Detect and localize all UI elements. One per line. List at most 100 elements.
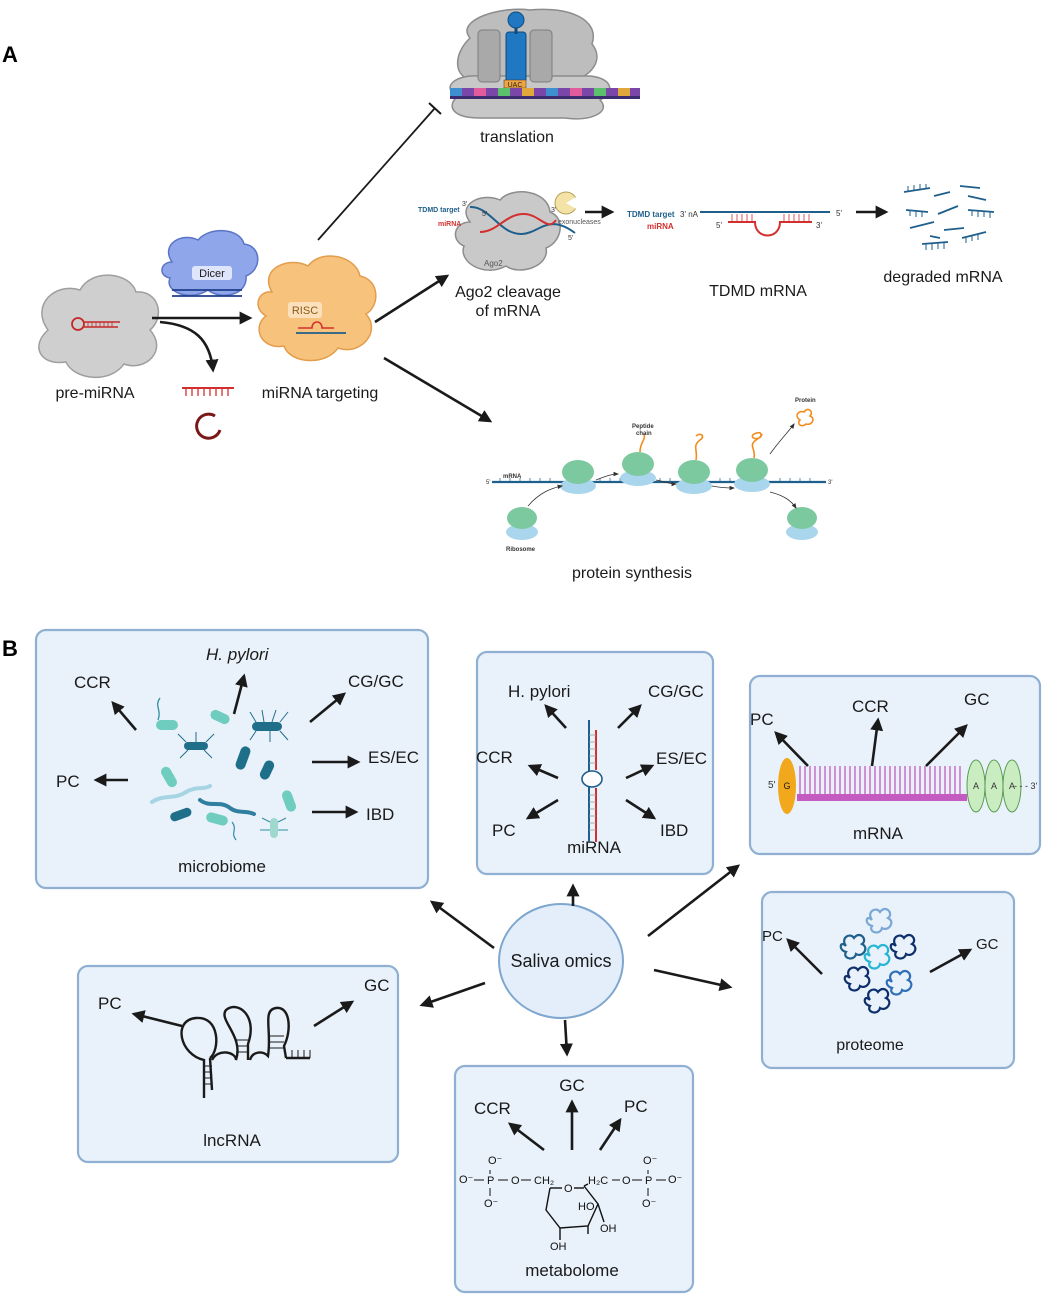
tdmd-5prime-label: 5' bbox=[836, 209, 842, 218]
panel-a-label: A bbox=[2, 42, 18, 67]
metabolome-target-ccr: CCR bbox=[474, 1099, 511, 1118]
mirna-target-esec: ES/EC bbox=[656, 749, 707, 768]
protein-synthesis-label: protein synthesis bbox=[572, 565, 692, 582]
microbiome-target-esec: ES/EC bbox=[368, 748, 419, 767]
lncrna-title: lncRNA bbox=[203, 1131, 261, 1150]
codon-box: UAC bbox=[503, 79, 527, 89]
ribose-bisphosphate-structure: O⁻ O O⁻ P O CH₂ O⁻ H₂C O P O⁻ O⁻ O⁻ O bbox=[459, 1155, 683, 1253]
codon-label: UAC bbox=[508, 82, 523, 89]
chem-p-left: P bbox=[487, 1175, 494, 1187]
exonucleases-label: exonucleases bbox=[558, 219, 601, 226]
mrna-target-gc: GC bbox=[964, 690, 990, 709]
peptide-chain-label-line1: Peptide bbox=[632, 424, 654, 430]
ago2-cleavage-label-line1: Ago2 cleavage bbox=[455, 284, 561, 301]
lncrna-target-pc: PC bbox=[98, 994, 122, 1013]
metabolome-title: metabolome bbox=[525, 1261, 619, 1280]
tdmd-5prime-left-label: 5' bbox=[716, 221, 722, 230]
ago2-tdmd-target-label: TDMD target bbox=[418, 207, 460, 214]
mrna-colored-strip bbox=[450, 88, 640, 99]
mirna-target-pc: PC bbox=[492, 821, 516, 840]
ps-5prime-label: 5' bbox=[486, 480, 490, 486]
inhibition-line bbox=[317, 107, 436, 241]
protein-synthesis-arrow bbox=[383, 356, 493, 423]
mrna-tail-a1: A bbox=[973, 781, 979, 791]
mirna-panel: H. pylori CG/GC CCR ES/EC PC IBD miRNA bbox=[475, 650, 715, 876]
chem-o-minus-top-left: O⁻ bbox=[488, 1155, 503, 1167]
ago2-3prime-label: 3' bbox=[462, 201, 467, 208]
tdmd-3prime-na-label: 3' nA bbox=[680, 210, 699, 219]
tdmd-target-label: TDMD target bbox=[627, 210, 675, 219]
chem-ho: HO bbox=[578, 1201, 595, 1213]
chem-o-minus-bottom-left: O⁻ bbox=[484, 1198, 499, 1210]
protein-small-label: Protein bbox=[795, 398, 816, 404]
hub-to-microbiome-arrow bbox=[429, 900, 495, 950]
chem-o-left: O bbox=[511, 1175, 520, 1187]
chem-o-minus-left: O⁻ bbox=[459, 1174, 474, 1186]
microbiome-target-pc: PC bbox=[56, 772, 80, 791]
degraded-mrna-ticks bbox=[907, 184, 991, 250]
microbiome-panel: CCR H. pylori CG/GC ES/EC IBD PC microbi… bbox=[34, 628, 430, 890]
chem-o-right: O bbox=[622, 1175, 631, 1187]
mrna-panel: PC CCR GC mRNA 5' G A A A - - - 3' bbox=[748, 674, 1042, 856]
chem-oh-bottom: OH bbox=[550, 1241, 567, 1253]
hub-to-proteome-arrow bbox=[653, 968, 733, 992]
bacteria-cluster-icon bbox=[150, 697, 297, 841]
mirna-target-ccr: CCR bbox=[476, 748, 513, 767]
microbiome-title: microbiome bbox=[178, 857, 266, 876]
mirna-title: miRNA bbox=[567, 838, 621, 857]
chem-ch2: CH₂ bbox=[534, 1175, 554, 1187]
protein-cluster-icon bbox=[839, 907, 917, 1014]
degraded-mrna-illustration bbox=[903, 185, 995, 245]
saliva-omics-hub: Saliva omics bbox=[498, 903, 624, 1019]
mrna-small-label: mRNA bbox=[503, 474, 522, 480]
ago2-5prime-label: 5' bbox=[482, 211, 487, 218]
ago2-cleavage-illustration: Ago2 exonucleases TDMD target miRNA 3' 5… bbox=[418, 191, 601, 271]
tdmd-mrna-label: TDMD mRNA bbox=[709, 283, 807, 300]
mirna-hairpin-icon bbox=[581, 720, 603, 842]
chem-o-minus-top-right: O⁻ bbox=[643, 1155, 658, 1167]
tdmd-3prime-right-label: 3' bbox=[816, 221, 822, 230]
hub-to-mrna-arrow bbox=[647, 864, 741, 938]
ribosome-label: Ribosome bbox=[506, 547, 536, 553]
lncrna-hairpins-icon bbox=[180, 1005, 310, 1098]
metabolome-target-pc: PC bbox=[624, 1097, 648, 1116]
microbiome-target-hpylori: H. pylori bbox=[206, 645, 270, 664]
mirna-target-ibd: IBD bbox=[660, 821, 688, 840]
mrna-target-ccr: CCR bbox=[852, 697, 889, 716]
tdmd-mirna-label: miRNA bbox=[647, 222, 674, 231]
mrna-title: mRNA bbox=[853, 824, 904, 843]
lncrna-panel: PC GC lncRNA bbox=[76, 964, 400, 1164]
ago2-5prime-right-label: 5' bbox=[568, 235, 573, 242]
mrna-cap-label: G bbox=[783, 781, 790, 791]
mirna-target-hpylori: H. pylori bbox=[508, 682, 570, 701]
translation-label: translation bbox=[480, 129, 554, 146]
risc-illustration: RISC bbox=[257, 255, 377, 362]
chem-oh-right: OH bbox=[600, 1223, 617, 1235]
ago2-cleavage-label-line2: of mRNA bbox=[476, 303, 541, 320]
mrna-5prime-label: 5' bbox=[768, 780, 776, 791]
tdmd-mrna-illustration: TDMD target miRNA 3' nA 5' 5' 3' bbox=[627, 209, 842, 237]
microbiome-target-cggc: CG/GC bbox=[348, 672, 404, 691]
saliva-omics-label: Saliva omics bbox=[510, 951, 611, 971]
ago2-label: Ago2 bbox=[484, 259, 503, 268]
hub-to-metabolome-arrow bbox=[559, 1019, 573, 1057]
protein-synthesis-illustration: mRNA 5' 3' Peptide chain Protein bbox=[486, 398, 832, 553]
microbiome-target-ccr: CCR bbox=[74, 673, 111, 692]
ago2-arrow bbox=[374, 274, 450, 324]
mrna-strand-icon: 5' G A A A - - - 3' bbox=[768, 758, 1037, 814]
byproduct-fragments bbox=[182, 387, 234, 440]
hub-to-lncrna-arrow bbox=[419, 981, 486, 1008]
proteome-target-gc: GC bbox=[976, 936, 999, 953]
dicer-illustration: Dicer bbox=[161, 229, 259, 297]
ago2-3prime-right-label: 3' bbox=[551, 207, 556, 214]
ps-3prime-label: 3' bbox=[828, 480, 832, 486]
panel-b-label: B bbox=[2, 636, 18, 661]
risc-label: RISC bbox=[292, 305, 318, 317]
peptide-chain-label-line2: chain bbox=[636, 431, 652, 437]
chem-p-right: P bbox=[645, 1175, 652, 1187]
metabolome-panel: CCR GC PC metabolome O⁻ O O⁻ P O CH₂ O⁻ … bbox=[453, 1064, 695, 1294]
pre-mirna-label: pre-miRNA bbox=[55, 385, 134, 402]
translation-ribosome-illustration: UAC bbox=[449, 8, 640, 120]
proteome-target-pc: PC bbox=[762, 928, 783, 945]
proteome-title: proteome bbox=[836, 1037, 904, 1054]
